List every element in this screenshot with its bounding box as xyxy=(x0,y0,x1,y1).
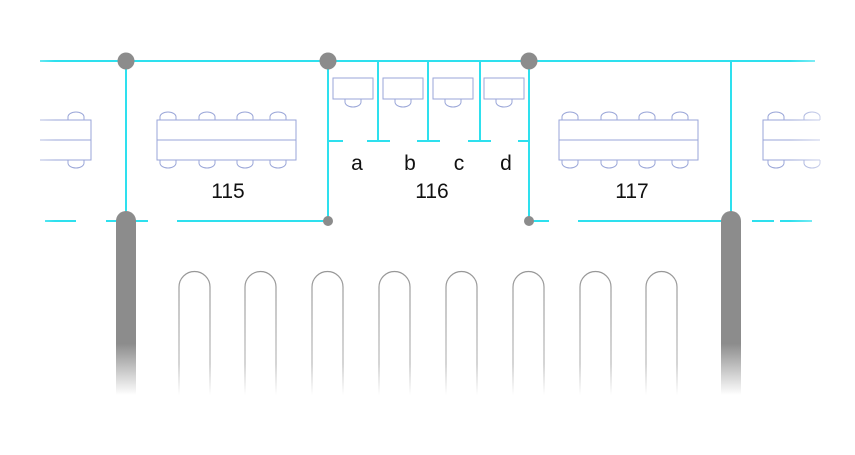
arch xyxy=(244,270,277,395)
desk-d xyxy=(483,77,525,108)
arches xyxy=(178,270,678,395)
room-label-117: 117 xyxy=(615,180,648,203)
desk-a xyxy=(332,77,374,108)
arch xyxy=(311,270,344,395)
arch xyxy=(178,270,211,395)
conference-table-115 xyxy=(156,111,297,169)
subroom-label-c: c xyxy=(454,152,465,175)
room-label-115: 115 xyxy=(211,180,244,203)
subroom-label-a: a xyxy=(351,152,363,175)
right-edge-fade xyxy=(790,40,855,240)
arch xyxy=(579,270,612,395)
column-node xyxy=(319,52,337,70)
arch xyxy=(512,270,545,395)
desk-c xyxy=(432,77,474,108)
column-node xyxy=(117,52,135,70)
desk-b xyxy=(382,77,424,108)
wall-junction-node xyxy=(524,216,534,226)
arch xyxy=(378,270,411,395)
subroom-label-d: d xyxy=(500,152,512,175)
left-edge-fade xyxy=(0,40,55,240)
column-node xyxy=(520,52,538,70)
wall-junction-node xyxy=(323,216,333,226)
columns xyxy=(116,52,741,395)
room-label-116: 116 xyxy=(415,180,448,203)
arch xyxy=(645,270,678,395)
furniture xyxy=(40,77,821,169)
conference-table-117 xyxy=(558,111,699,169)
support-pillar xyxy=(721,211,741,395)
support-pillar xyxy=(116,211,136,395)
arch xyxy=(445,270,478,395)
subroom-label-b: b xyxy=(404,152,416,175)
